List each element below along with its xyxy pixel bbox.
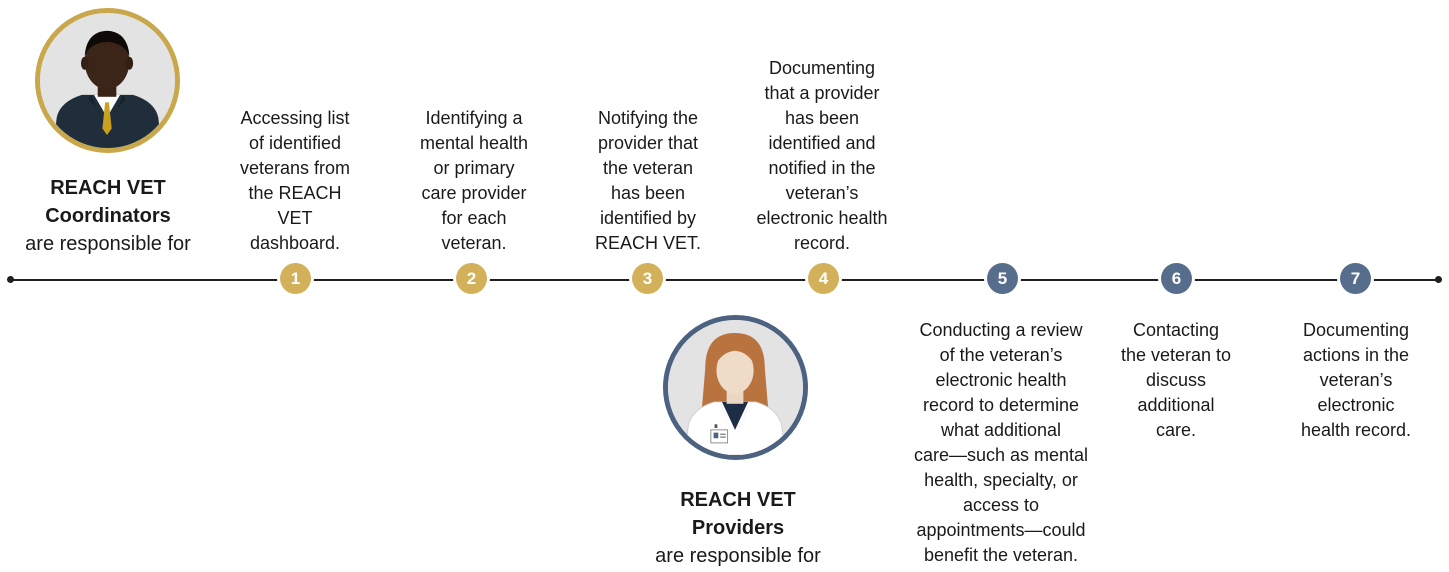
timeline-line [11, 279, 1439, 281]
step-2-line: veteran. [441, 233, 507, 253]
step-6-text: Contacting the veteran to discuss additi… [1106, 318, 1246, 443]
step-3-line: provider that [597, 133, 699, 153]
step-1-text: Accessing list of identified veterans fr… [195, 106, 395, 256]
step-4-text: Documenting that a provider has been ide… [722, 56, 922, 256]
step-5-line: appointments—could [916, 520, 1086, 540]
provider-avatar [663, 315, 808, 460]
step-4-line: notified in the [768, 158, 876, 178]
step-2-marker: 2 [456, 263, 487, 294]
step-6-line: the veteran to [1120, 345, 1232, 365]
providers-label: REACH VET Providers are responsible for [623, 486, 853, 570]
providers-title-line1: REACH VET [680, 489, 796, 511]
step-4-line: identified and [768, 133, 876, 153]
step-1-line: dashboard. [249, 233, 341, 253]
step-5-line: care—such as mental [913, 445, 1089, 465]
provider-woman-icon [668, 320, 803, 455]
step-7-line: actions in the [1302, 345, 1410, 365]
step-5-line: Conducting a review [919, 320, 1083, 340]
step-3-text: Notifying the provider that the veteran … [548, 106, 748, 256]
step-3-marker: 3 [632, 263, 663, 294]
timeline-start-dot [7, 276, 14, 283]
providers-subtitle: are responsible for [655, 545, 821, 567]
step-5-line: access to [962, 495, 1040, 515]
step-6-line: additional [1137, 395, 1215, 415]
step-3-line: REACH VET. [594, 233, 702, 253]
step-4-line: electronic health [756, 208, 888, 228]
step-4-marker: 4 [808, 263, 839, 294]
step-2-line: or primary [433, 158, 515, 178]
step-3-line: identified by [599, 208, 697, 228]
step-7-line: electronic [1317, 395, 1395, 415]
step-5-line: electronic health [935, 370, 1067, 390]
step-3-line: Notifying the [597, 108, 699, 128]
coordinator-avatar [35, 8, 180, 153]
step-5-text: Conducting a review of the veteran’s ele… [900, 318, 1102, 568]
step-7-line: Documenting [1302, 320, 1410, 340]
step-5-line: of the veteran’s [939, 345, 1063, 365]
step-7-text: Documenting actions in the veteran’s ele… [1281, 318, 1431, 443]
step-2-line: mental health [419, 133, 529, 153]
step-4-line: Documenting [768, 58, 876, 78]
step-6-marker: 6 [1161, 263, 1192, 294]
step-5-line: benefit the veteran. [923, 545, 1079, 565]
step-3-line: the veteran [602, 158, 694, 178]
step-5-line: health, specialty, or [924, 470, 1078, 490]
coordinators-subtitle: are responsible for [25, 233, 191, 255]
step-7-line: health record. [1300, 420, 1412, 440]
step-4-line: veteran’s [785, 183, 859, 203]
step-5-line: what additional [940, 420, 1062, 440]
step-7-line: veteran’s [1319, 370, 1393, 390]
step-6-line: care. [1155, 420, 1197, 440]
step-1-line: VET [277, 208, 313, 228]
step-1-marker: 1 [280, 263, 311, 294]
step-1-line: of identified [248, 133, 342, 153]
step-5-line: record to determine [922, 395, 1080, 415]
step-1-line: veterans from [239, 158, 351, 178]
step-7-marker: 7 [1340, 263, 1371, 294]
coordinator-man-icon [40, 13, 175, 148]
timeline-end-dot [1435, 276, 1442, 283]
providers-title-line2: Providers [691, 517, 785, 539]
step-1-line: the REACH [248, 183, 342, 203]
step-6-line: discuss [1145, 370, 1207, 390]
step-6-line: Contacting [1132, 320, 1220, 340]
step-4-line: record. [793, 233, 851, 253]
step-2-line: Identifying a [425, 108, 523, 128]
step-4-line: that a provider [764, 83, 880, 103]
step-2-line: care provider [421, 183, 527, 203]
step-2-line: for each [441, 208, 507, 228]
step-4-line: has been [784, 108, 860, 128]
step-5-marker: 5 [987, 263, 1018, 294]
coordinators-label: REACH VET Coordinators are responsible f… [0, 174, 223, 258]
step-3-line: has been [610, 183, 686, 203]
step-2-text: Identifying a mental health or primary c… [374, 106, 574, 256]
step-1-line: Accessing list [240, 108, 350, 128]
coordinators-title-line2: Coordinators [45, 205, 171, 227]
coordinators-title-line1: REACH VET [50, 177, 166, 199]
